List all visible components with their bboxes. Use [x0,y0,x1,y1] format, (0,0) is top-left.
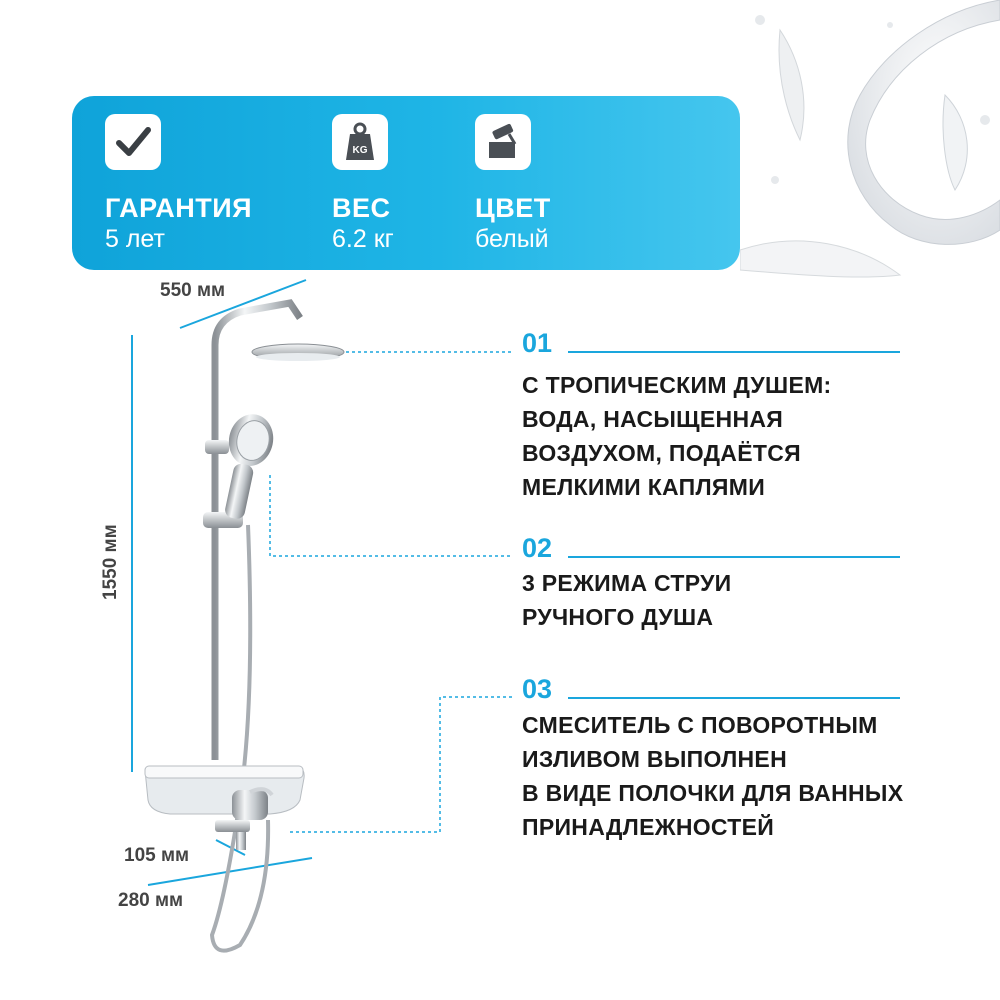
feature-3-text: СМЕСИТЕЛЬ С ПОВОРОТНЫМ ИЗЛИВОМ ВЫПОЛНЕН … [522,708,903,844]
feature-1-divider [568,351,900,353]
dimension-width: 550 мм [160,280,225,302]
feature-1-text: С ТРОПИЧЕСКИМ ДУШЕМ: ВОДА, НАСЫЩЕННАЯ ВО… [522,368,832,504]
dimension-shelf-depth: 280 мм [118,890,183,912]
feature-2-number: 02 [522,533,552,564]
dimension-height: 1550 мм [100,524,122,600]
feature-2-text: 3 РЕЖИМА СТРУИ РУЧНОГО ДУША [522,566,732,634]
feature-3-divider [568,697,900,699]
feature-1-number: 01 [522,328,552,359]
feature-3-number: 03 [522,674,552,705]
dimension-spout-depth: 105 мм [124,845,189,867]
feature-2-divider [568,556,900,558]
